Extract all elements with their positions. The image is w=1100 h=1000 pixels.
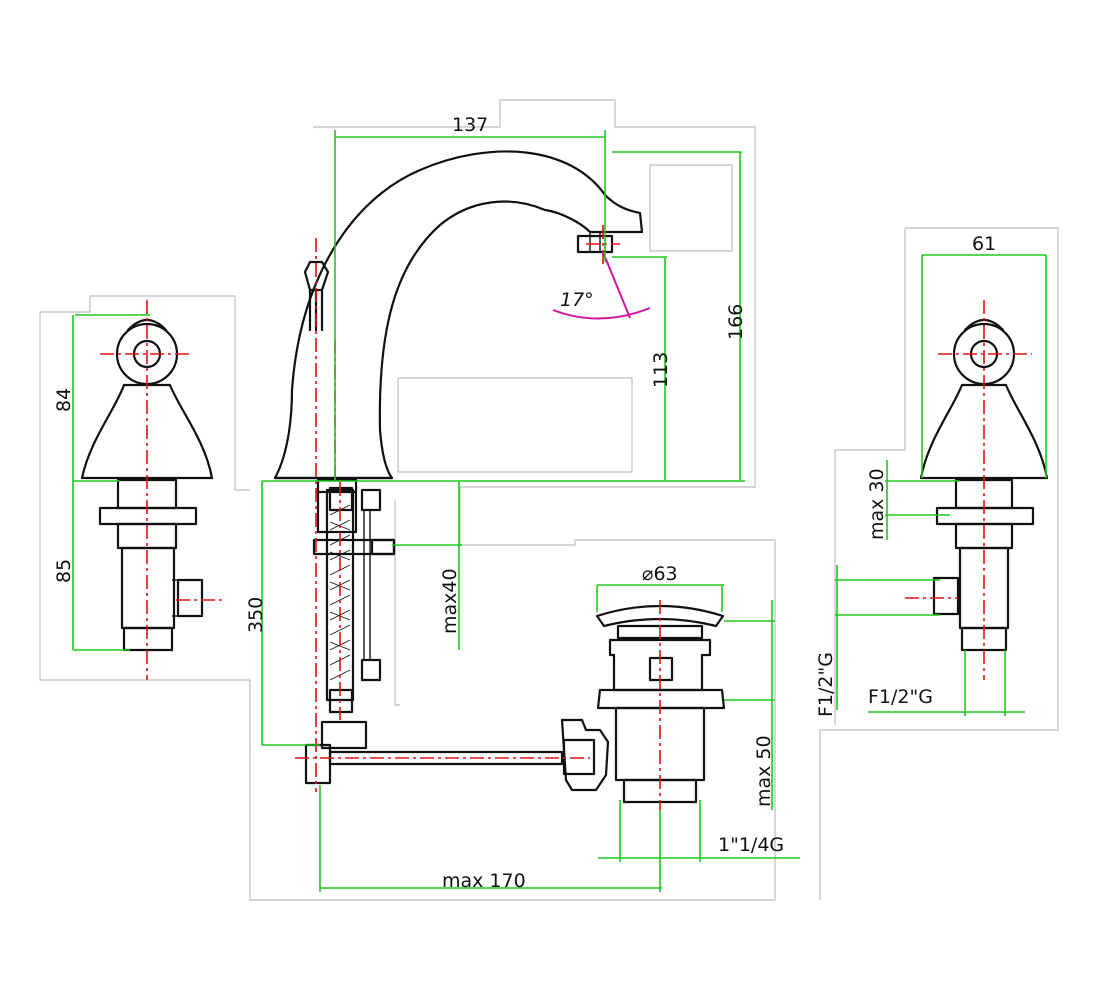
centerlines <box>100 225 1032 810</box>
label-spout-reach: 137 <box>452 114 488 136</box>
label-waste-depth: max 50 <box>753 735 775 807</box>
angle-arc <box>552 307 651 320</box>
label-flexible-length: 350 <box>245 597 267 633</box>
angle-ray <box>602 251 631 319</box>
label-deck-thickness: max40 <box>439 568 461 634</box>
label-handle-height-upper: 84 <box>53 388 75 412</box>
label-handle-width: 61 <box>972 233 996 255</box>
frame-lines <box>39 99 1059 901</box>
label-spout-height-total: 166 <box>725 304 747 340</box>
label-spout-outlet-height: 113 <box>650 352 672 388</box>
label-handle-height-lower: 85 <box>53 559 75 583</box>
label-tail-max: max 30 <box>866 468 888 540</box>
label-spout-angle: 17° <box>560 289 594 311</box>
dimension-lines <box>72 130 1047 892</box>
label-pull-rod-length: max 170 <box>442 870 526 892</box>
dimension-labels: 137 61 ⌀63 1"1/4G max 170 F1/2"G 17° 166… <box>53 114 996 892</box>
label-inlet-thread-vertical: F1/2"G <box>815 652 837 717</box>
label-waste-thread: 1"1/4G <box>718 834 784 856</box>
label-inlet-thread-horizontal: F1/2"G <box>868 686 933 708</box>
label-waste-diameter: ⌀63 <box>642 563 678 585</box>
flex-hose <box>304 486 610 792</box>
